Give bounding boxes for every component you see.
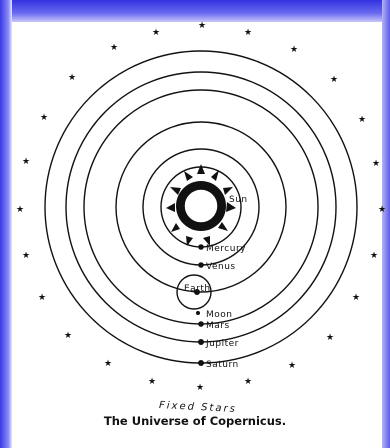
star-icon: ★ <box>358 115 366 125</box>
mars-label: Mars <box>206 321 230 331</box>
star-icon: ★ <box>372 159 380 169</box>
star-icon: ★ <box>198 21 206 31</box>
moon: Moon <box>196 310 232 320</box>
star-icon: ★ <box>22 157 30 167</box>
star-icon: ★ <box>330 75 338 85</box>
earth-label: Earth <box>184 284 211 294</box>
sun-icon <box>166 164 236 246</box>
saturn-label: Saturn <box>206 360 239 370</box>
star-icon: ★ <box>244 28 252 38</box>
star-icon: ★ <box>148 377 156 387</box>
planet-earth: Earth <box>184 284 211 295</box>
planet-venus: Venus <box>198 262 235 272</box>
venus-label: Venus <box>206 262 236 272</box>
star-icon: ★ <box>352 293 360 303</box>
moon-label: Moon <box>206 310 232 320</box>
star-icon: ★ <box>22 251 30 261</box>
star-icon: ★ <box>152 28 160 38</box>
star-icon: ★ <box>68 73 76 83</box>
planet-mars: Mars <box>198 321 229 331</box>
planet-mercury: Mercury <box>198 244 246 254</box>
figure-caption: The Universe of Copernicus. <box>0 414 390 428</box>
star-icon: ★ <box>104 359 112 369</box>
planet-saturn: Saturn <box>198 360 239 370</box>
jupiter-label: Jupiter <box>205 339 239 349</box>
fixed-stars-label: Fixed Stars <box>159 400 237 415</box>
star-icon: ★ <box>38 293 46 303</box>
star-icon: ★ <box>64 331 72 341</box>
star-icon: ★ <box>290 45 298 55</box>
star-icon: ★ <box>326 333 334 343</box>
star-icon: ★ <box>110 43 118 53</box>
star-icon: ★ <box>196 383 204 393</box>
star-icon: ★ <box>370 251 378 261</box>
star-icon: ★ <box>40 113 48 123</box>
star-icon: ★ <box>16 205 24 215</box>
star-icon: ★ <box>288 361 296 371</box>
mercury-label: Mercury <box>206 244 246 254</box>
planet-jupiter: Jupiter <box>198 339 239 349</box>
star-icon: ★ <box>244 377 252 387</box>
sun-label: Sun <box>229 195 248 205</box>
star-icon: ★ <box>378 205 386 215</box>
